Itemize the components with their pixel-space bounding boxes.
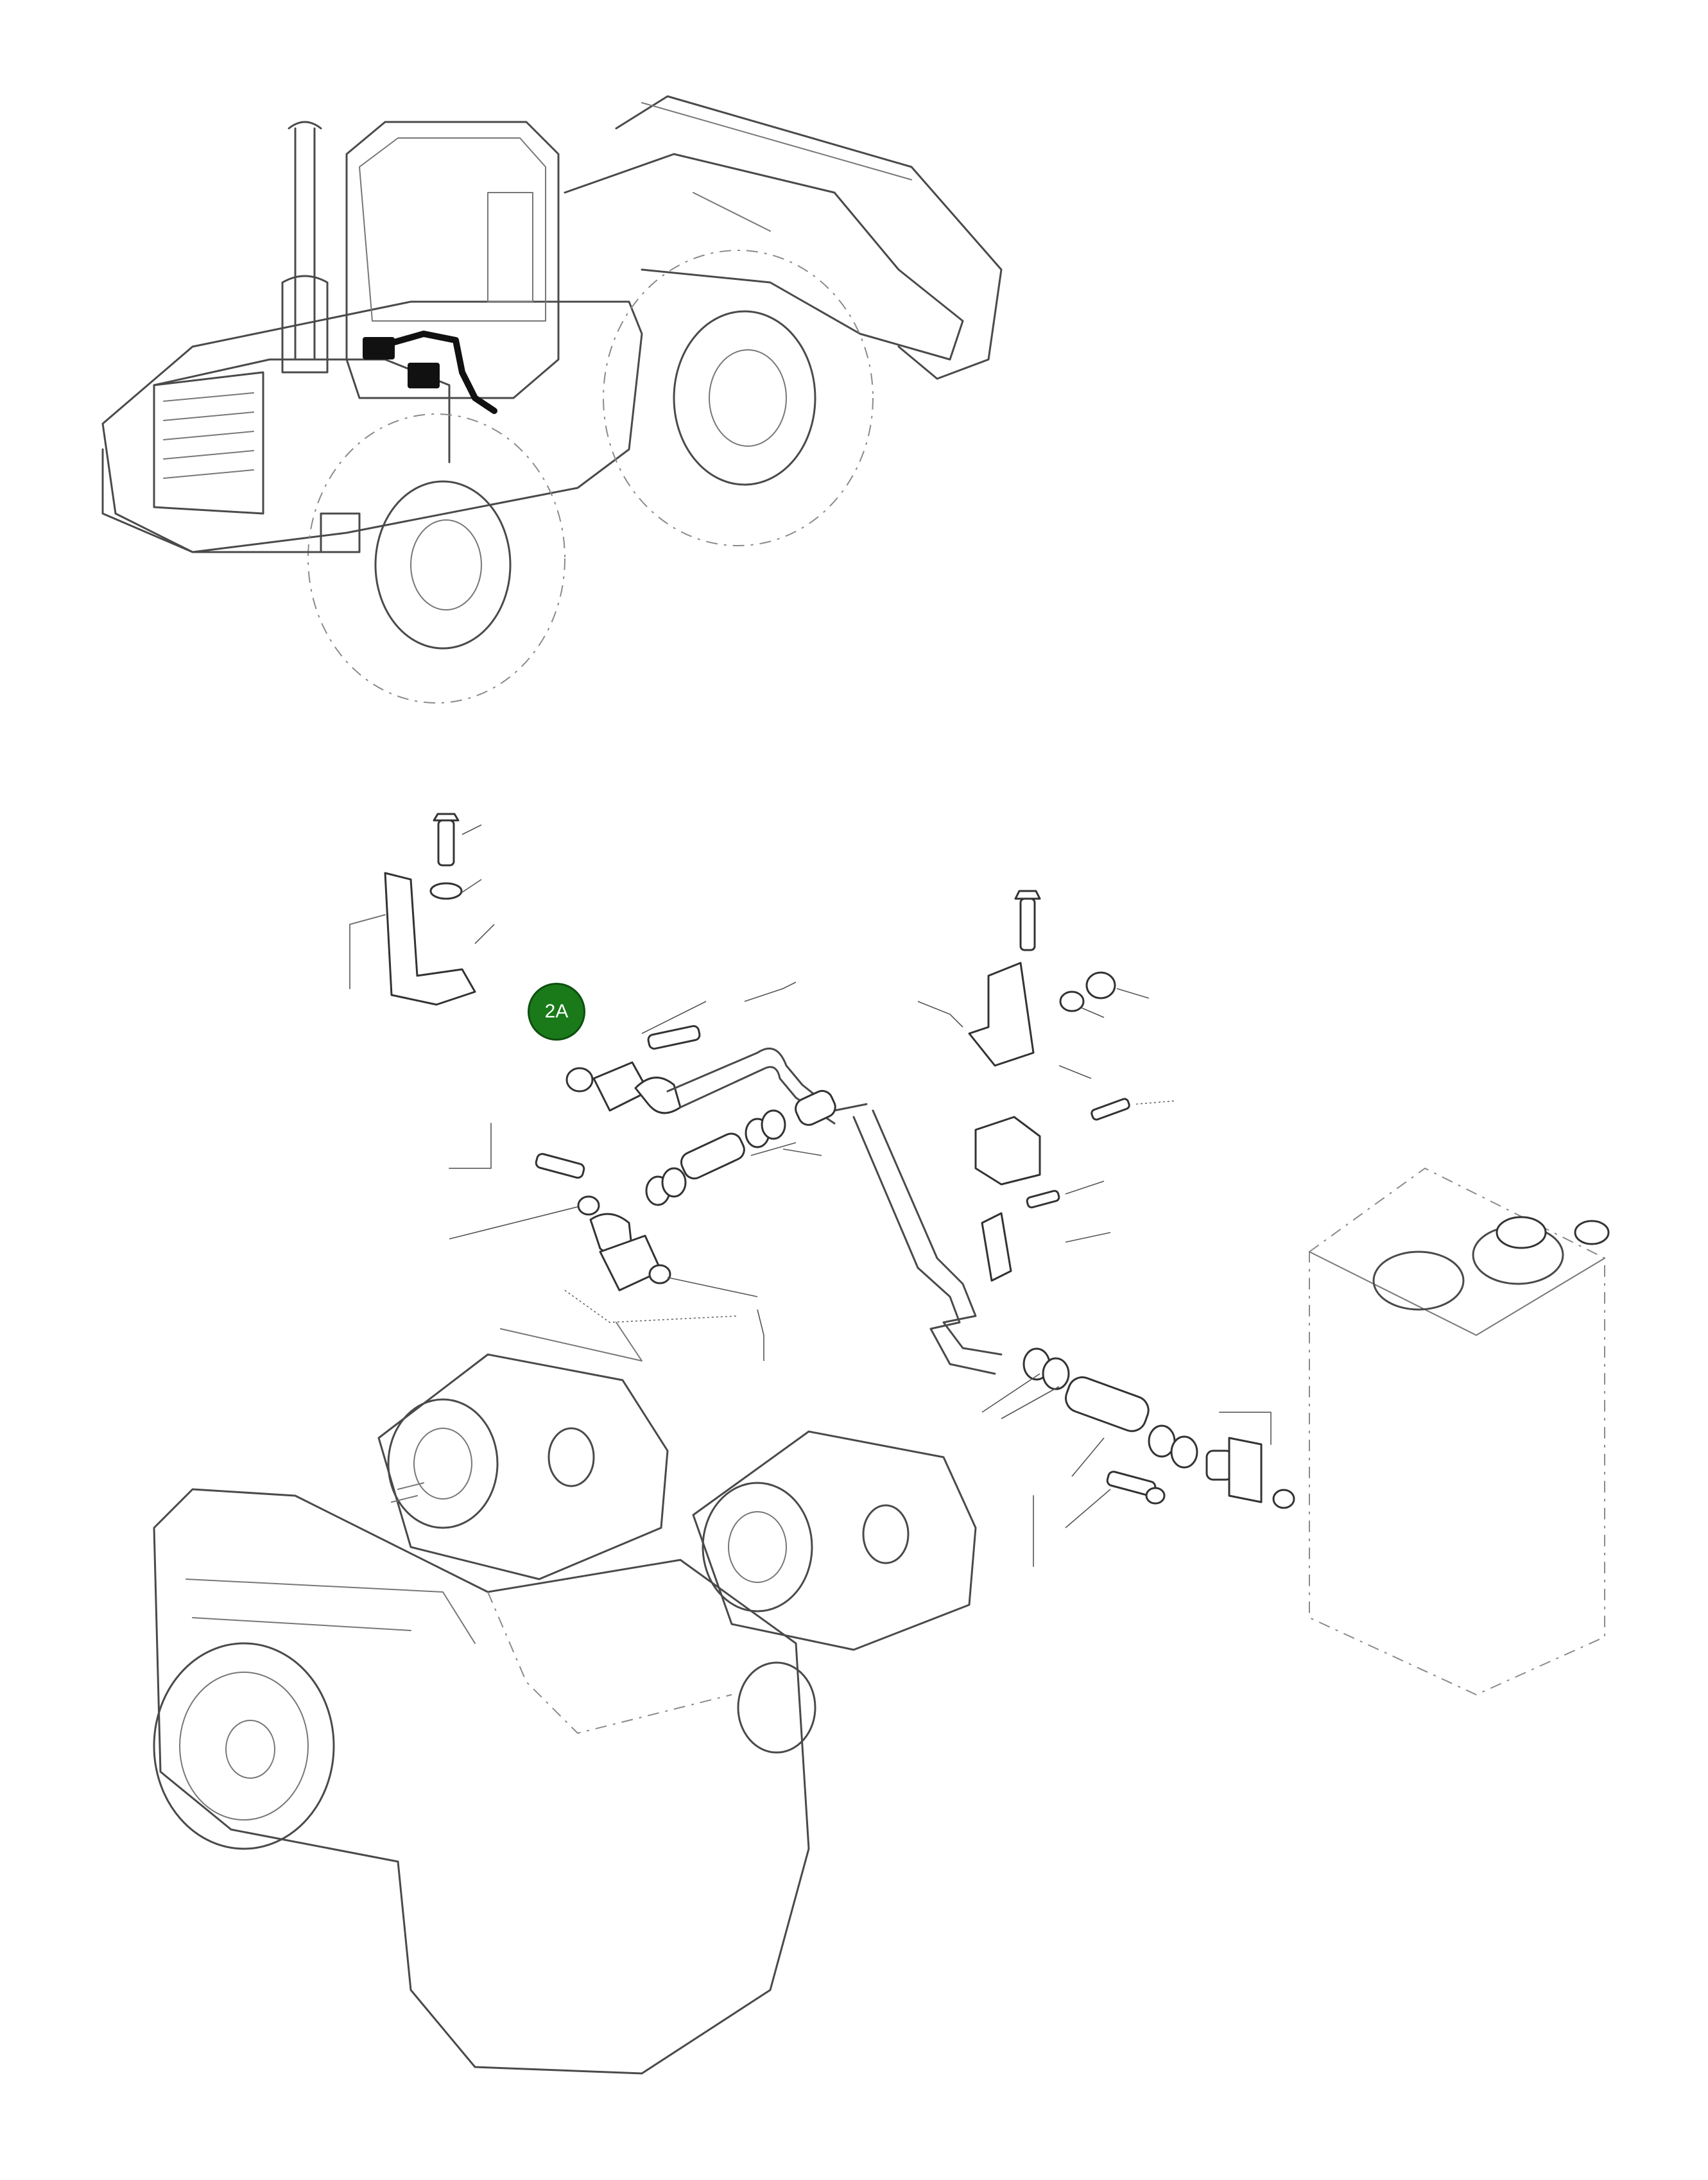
leader-lines [500,982,1092,1362]
hydraulic-tank [1309,1167,1610,1696]
front-wheel [603,250,874,546]
loader-boom-bucket [564,95,1003,380]
callout-label: 2A [544,1001,569,1022]
wheel-loader-overview [101,95,1003,704]
clamp-bracket [974,1098,1175,1186]
main-bent-pipe [666,1047,1003,1375]
callout-badge[interactable]: 2A [528,983,585,1041]
upper-hose-and-clamps [645,1089,836,1206]
hydraulic-pump-lower [692,1430,977,1651]
rear-wheel [307,413,565,704]
lower-flange-elbow [449,1123,758,1297]
hydraulic-pump-upper [377,1353,669,1580]
upper-flange-elbow [592,1025,701,1114]
radiator-grille [153,371,264,515]
left-mounting-bracket [349,813,495,1006]
operator-cab [345,121,560,399]
o-ring [565,1067,594,1093]
lower-hose-and-clamps [981,1347,1295,1567]
right-mounting-bracket [968,890,1150,1067]
exploded-pipe-assembly [153,813,1610,2075]
lower-small-bracket [981,1181,1111,1282]
transmission-housing [153,1488,816,2075]
highlighted-pipe-location [363,331,497,414]
